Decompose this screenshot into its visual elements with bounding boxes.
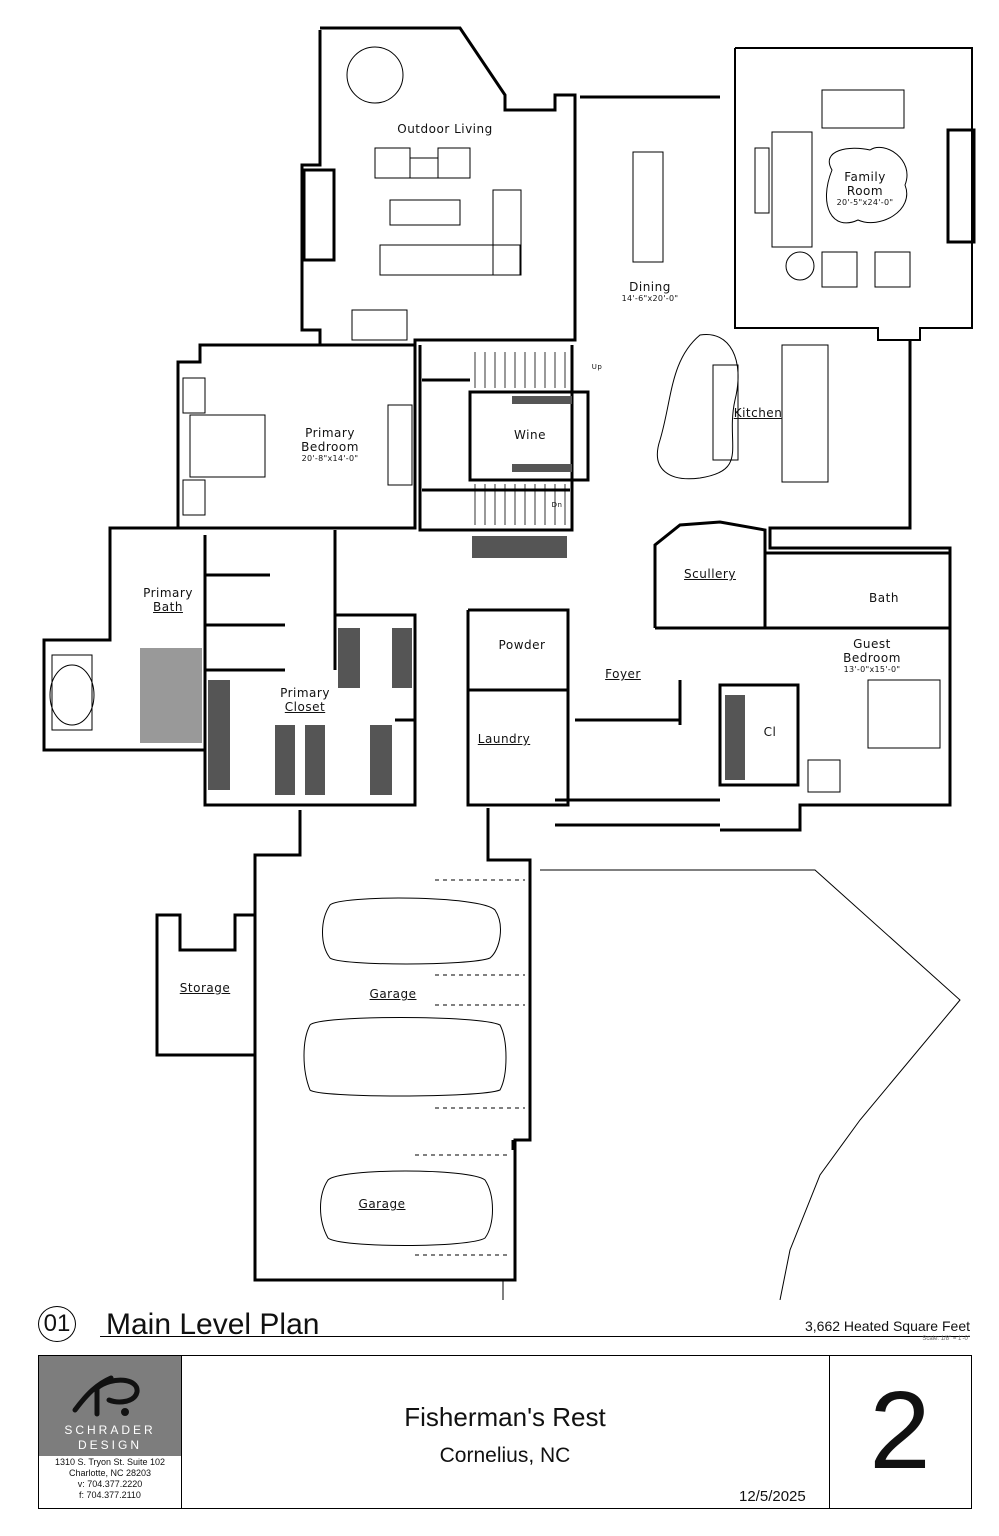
divider bbox=[181, 1356, 182, 1508]
drawing-title: Main Level Plan bbox=[106, 1308, 320, 1341]
firm-name-line1: SCHRADER bbox=[64, 1423, 156, 1437]
firm-logo: SCHRADER DESIGN bbox=[39, 1356, 181, 1456]
room-bath: Bath bbox=[869, 591, 899, 605]
firm-address2: Charlotte, NC 28203 bbox=[68, 1468, 152, 1478]
firm-contact: 1310 S. Tryon St. Suite 102 Charlotte, N… bbox=[39, 1457, 181, 1501]
room-closet: Cl bbox=[763, 725, 777, 739]
room-scullery: Scullery bbox=[684, 567, 736, 581]
room-wine: Wine bbox=[514, 428, 546, 442]
firm-fax: f: 704.377.2110 bbox=[79, 1490, 141, 1500]
floor-plan-drawing bbox=[42, 26, 976, 1300]
firm-address1: 1310 S. Tryon St. Suite 102 bbox=[54, 1457, 166, 1467]
sheet-number: 2 bbox=[869, 1369, 931, 1492]
room-kitchen: Kitchen bbox=[733, 406, 783, 420]
firm-phone: v: 704.377.2220 bbox=[77, 1479, 143, 1489]
drawing-number: 01 bbox=[38, 1306, 76, 1342]
title-rule bbox=[100, 1336, 970, 1337]
heated-area: 3,662 Heated Square Feet bbox=[804, 1318, 970, 1334]
schrader-logo-icon bbox=[72, 1375, 140, 1417]
title-block: SCHRADER DESIGN 1310 S. Tryon St. Suite … bbox=[38, 1355, 972, 1509]
project-name: Fisherman's Rest bbox=[404, 1402, 606, 1432]
sheet-date: 12/5/2025 bbox=[739, 1488, 806, 1505]
project-location: Cornelius, NC bbox=[439, 1444, 571, 1467]
room-laundry: Laundry bbox=[477, 732, 531, 746]
room-powder: Powder bbox=[498, 638, 546, 652]
scale-note: Scale: 1/8" = 1'-0" bbox=[922, 1336, 970, 1342]
room-garage-2: Garage bbox=[358, 1197, 406, 1211]
room-garage-1: Garage bbox=[369, 987, 417, 1001]
firm-name-line2: DESIGN bbox=[77, 1438, 142, 1452]
room-foyer: Foyer bbox=[605, 667, 641, 681]
sheet-title-bar: 01 Main Level Plan 3,662 Heated Square F… bbox=[38, 1306, 970, 1346]
room-storage: Storage bbox=[179, 981, 231, 995]
room-outdoor-living: Outdoor Living bbox=[397, 122, 493, 136]
divider bbox=[829, 1356, 830, 1508]
stair-down-label: Dn bbox=[551, 501, 563, 509]
stair-up-label: Up bbox=[591, 363, 603, 371]
